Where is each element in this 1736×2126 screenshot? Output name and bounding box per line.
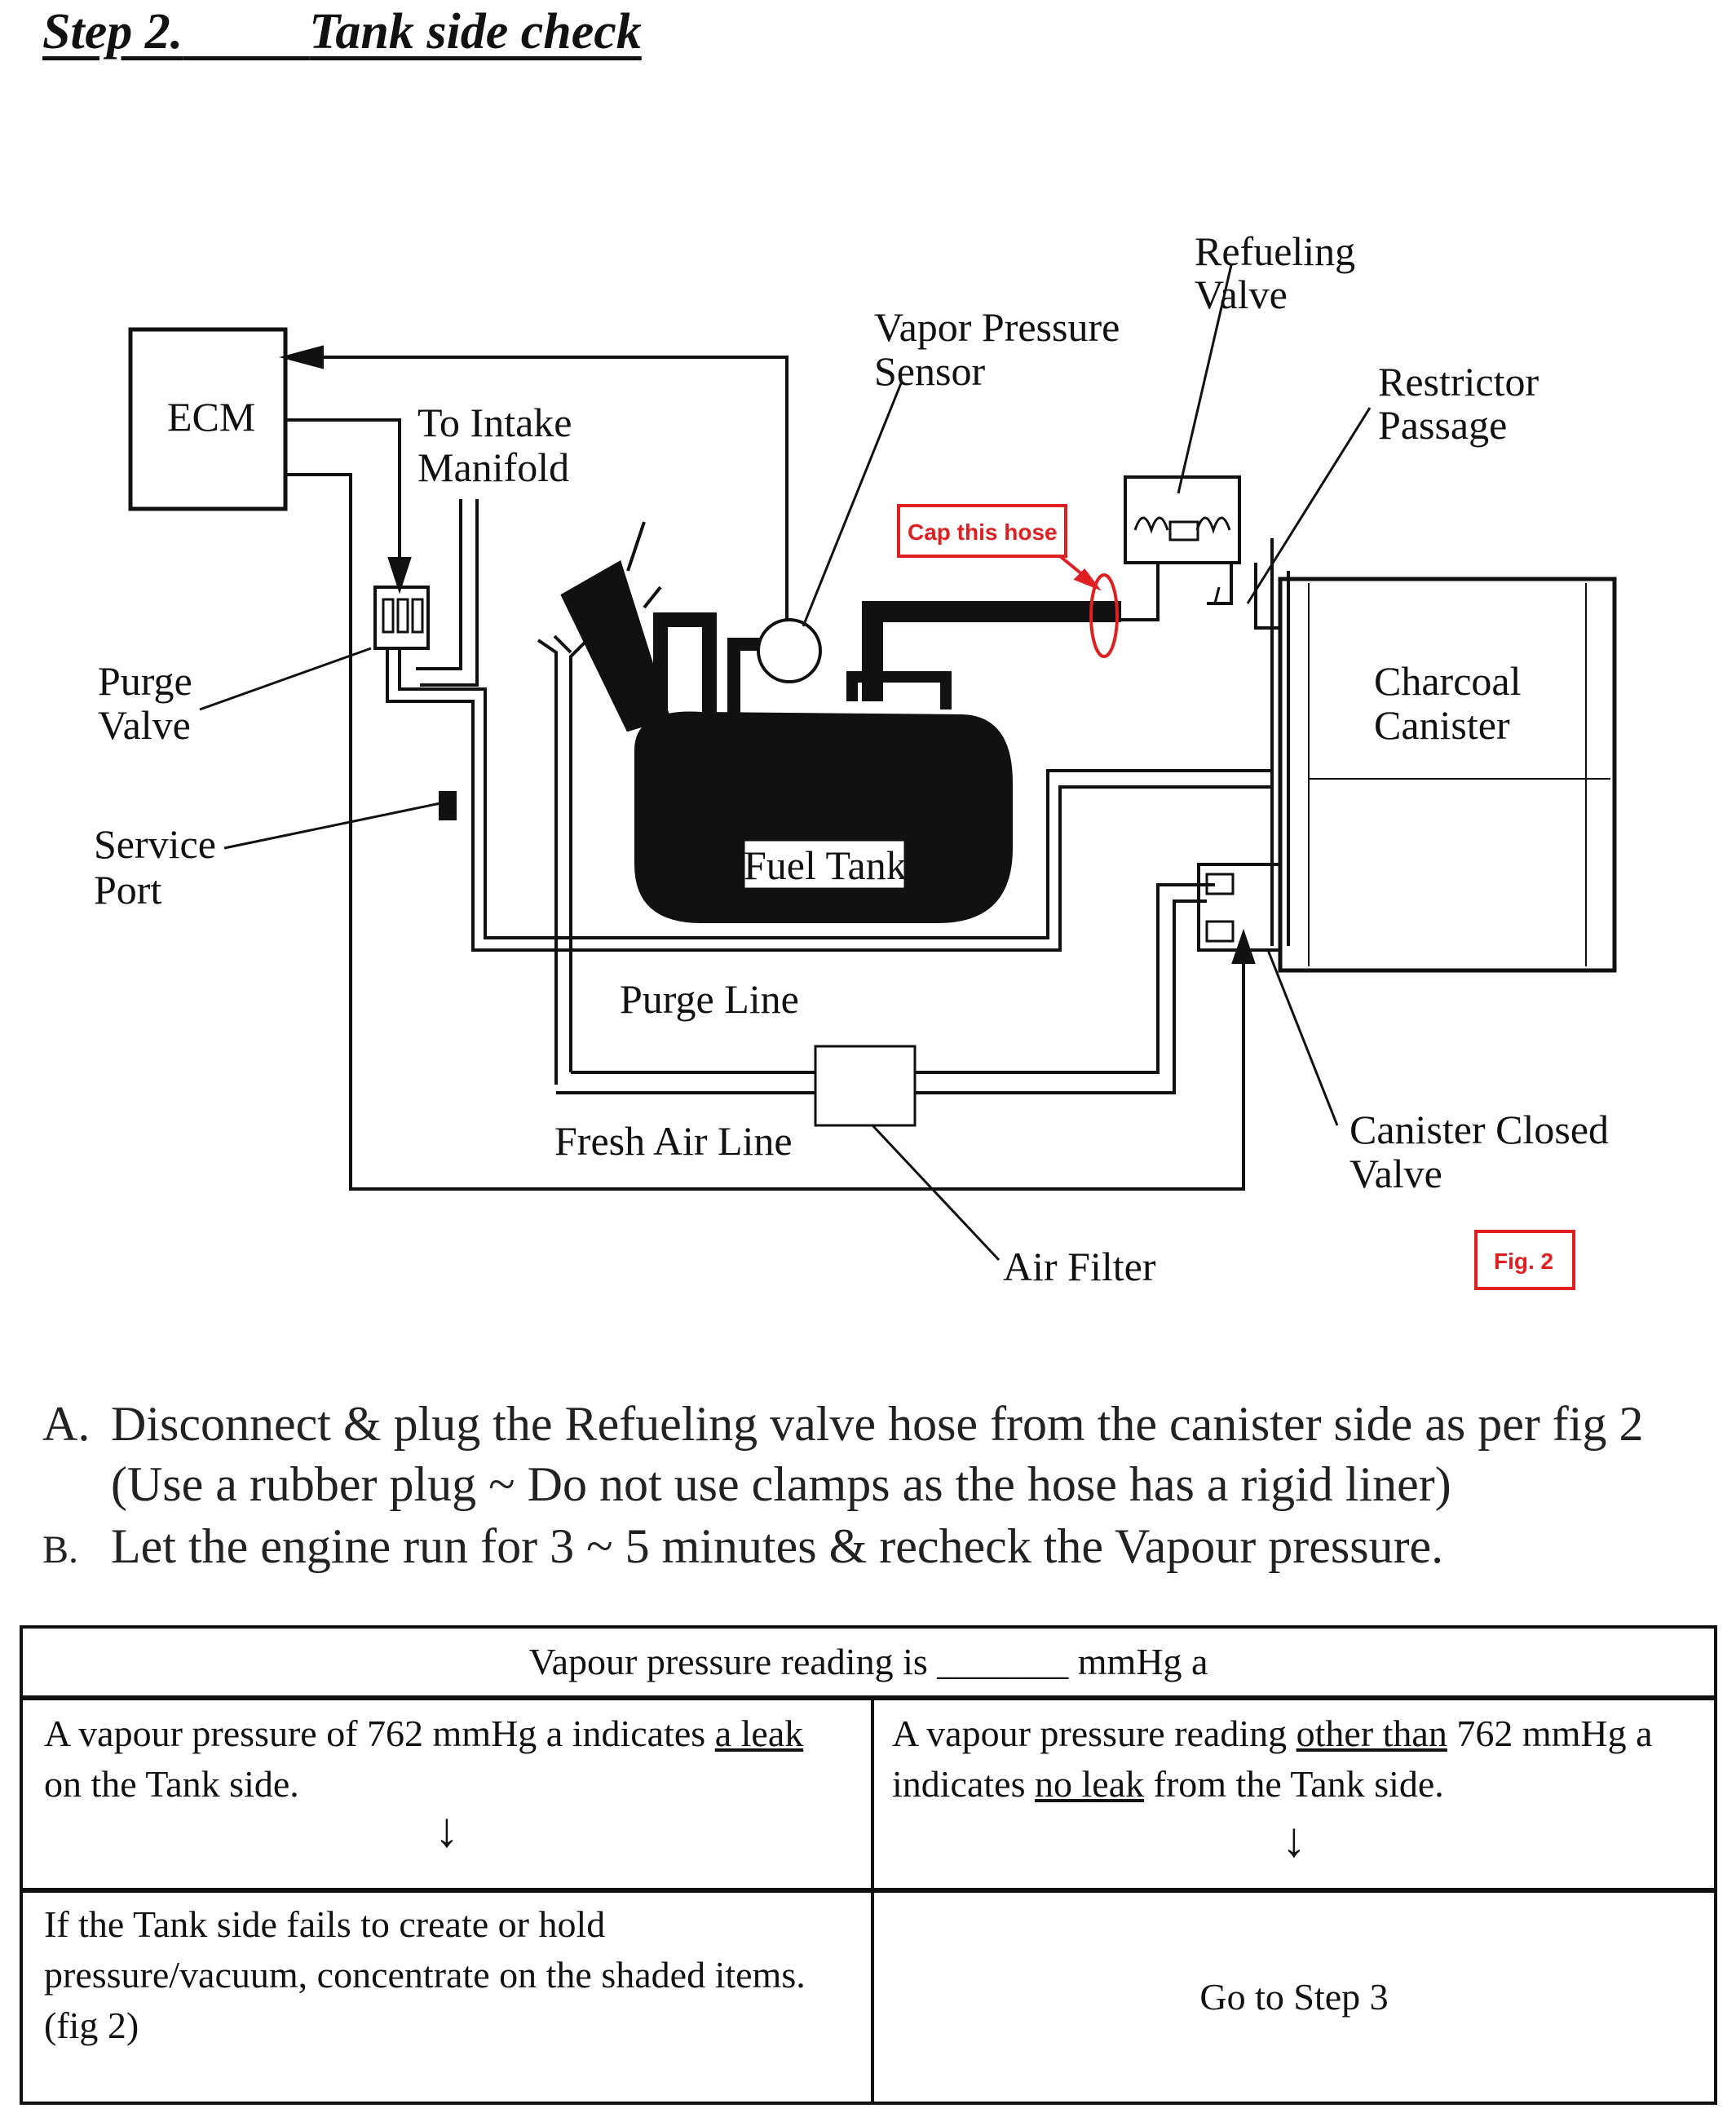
noleak-text-pre: A vapour pressure reading [892, 1713, 1296, 1754]
fig-label: Fig. 2 [1494, 1249, 1553, 1274]
instruction-a-line1: Disconnect & plug the Refueling valve ho… [111, 1397, 1644, 1451]
charcoal-label-1: Charcoal [1374, 658, 1521, 704]
table-header-cell: Vapour pressure reading is _______ mmHg … [23, 1629, 1714, 1695]
purge-valve [373, 586, 430, 650]
tank-fail-line3: (fig 2) [44, 2004, 139, 2046]
instruction-b: B. Let the engine run for 3 ~ 5 minutes &… [42, 1518, 1443, 1575]
noleak-text-post: from the Tank side. [1144, 1763, 1444, 1805]
leak-text-underlined: a leak [714, 1713, 804, 1754]
instruction-b-line1: Let the engine run for 3 ~ 5 minutes & r… [111, 1519, 1444, 1573]
table-header-row: Vapour pressure reading is _______ mmHg … [23, 1629, 1714, 1700]
table-row: A vapour pressure of 762 mmHg a indicate… [23, 1700, 1714, 1893]
purge-line-label: Purge Line [620, 976, 799, 1022]
intake-line-2 [420, 499, 479, 687]
table-row: If the Tank side fails to create or hold… [23, 1893, 1714, 2102]
refueling-label-1: Refueling [1195, 228, 1355, 274]
leak-text-post: on the Tank side. [44, 1763, 299, 1805]
fuel-tank-label: Fuel Tank [744, 842, 907, 888]
ecm-sensor-wire [285, 356, 788, 640]
refueling-label-2: Valve [1195, 272, 1288, 317]
air-filter-label: Air Filter [1003, 1244, 1156, 1289]
leak-text-pre: A vapour pressure of 762 mmHg a indicate… [44, 1713, 715, 1754]
instruction-a-letter: A. [42, 1397, 91, 1451]
ecm-arrow-icon [279, 345, 324, 369]
header-text-after: mmHg a [1068, 1641, 1208, 1682]
refueling-hose [862, 601, 1121, 701]
vapor-pressure-sensor [757, 618, 822, 683]
noleak-text-underlined-2: no leak [1035, 1763, 1145, 1805]
restrictor-label-2: Passage [1378, 402, 1507, 448]
go-step3-text: Go to Step 3 [1199, 1976, 1389, 2018]
restrictor-label-1: Restrictor [1378, 359, 1539, 404]
leak-cell: A vapour pressure of 762 mmHg a indicate… [23, 1700, 874, 1888]
down-arrow-icon: ↓ [435, 1803, 459, 1857]
noleak-text-pre2: indicates [892, 1763, 1035, 1805]
charcoal-canister [1278, 577, 1617, 973]
to-intake-label-1: To Intake [417, 400, 572, 445]
down-arrow-icon: ↓ [1282, 1813, 1306, 1867]
canister-closed-label-1: Canister Closed [1349, 1107, 1609, 1152]
page-title: Step 2. Tank side check [42, 3, 642, 61]
cap-hose-ellipse [1089, 573, 1119, 658]
noleak-text-underlined-1: other than [1296, 1713, 1447, 1754]
no-leak-cell: A vapour pressure reading other than 762… [874, 1700, 1714, 1888]
service-port-label-2: Port [94, 867, 161, 913]
go-step3-cell: Go to Step 3 [874, 1893, 1714, 2102]
tank-fail-cell: If the Tank side fails to create or hold… [23, 1893, 874, 2102]
header-blank: _______ [937, 1641, 1069, 1682]
tank-fail-line2: pressure/vacuum, concentrate on the shad… [44, 1954, 806, 1996]
filler-neck [560, 560, 671, 732]
purge-arrow-icon [387, 557, 412, 594]
instruction-a: A. Disconnect & plug the Refueling valve … [42, 1396, 1643, 1452]
step-number: Step 2. [42, 4, 183, 60]
air-filter-box [814, 1045, 917, 1127]
evap-system-diagram: ECM To Intake Manifold Vapor Pressure Se… [94, 228, 1617, 1290]
instruction-b-letter: B. [42, 1528, 79, 1571]
ecm-label: ECM [167, 394, 255, 440]
ecm-purge-wire [285, 418, 401, 571]
service-port [439, 791, 457, 820]
to-intake-label-2: Manifold [417, 444, 569, 490]
fuel-tank [634, 711, 1013, 923]
purge-valve-label-1: Purge [98, 658, 192, 704]
result-table: Vapour pressure reading is _______ mmHg … [20, 1625, 1717, 2105]
cap-hose-label: Cap this hose [908, 519, 1058, 545]
canister-closed-valve [1197, 863, 1282, 952]
header-text-before: Vapour pressure reading is [528, 1641, 938, 1682]
charcoal-label-2: Canister [1374, 702, 1510, 748]
intake-line [416, 499, 462, 670]
fresh-air-line-label: Fresh Air Line [554, 1118, 793, 1164]
purge-valve-label-2: Valve [98, 702, 191, 748]
canister-closed-label-2: Valve [1349, 1151, 1442, 1196]
tank-fail-line1: If the Tank side fails to create or hold [44, 1903, 606, 1945]
vapor-pressure-label-1: Vapor Pressure [874, 304, 1120, 350]
noleak-text-mid: 762 mmHg a [1447, 1713, 1653, 1754]
service-port-label-1: Service [94, 821, 216, 867]
vapor-pressure-label-2: Sensor [874, 348, 985, 394]
ccv-arrow-icon [1231, 928, 1256, 964]
ecm-ccv-wire [285, 473, 1245, 1191]
refueling-valve [1124, 475, 1241, 564]
step-title: Tank side check [309, 4, 642, 60]
instruction-a-line2: (Use a rubber plug ~ Do not use clamps a… [111, 1457, 1451, 1511]
